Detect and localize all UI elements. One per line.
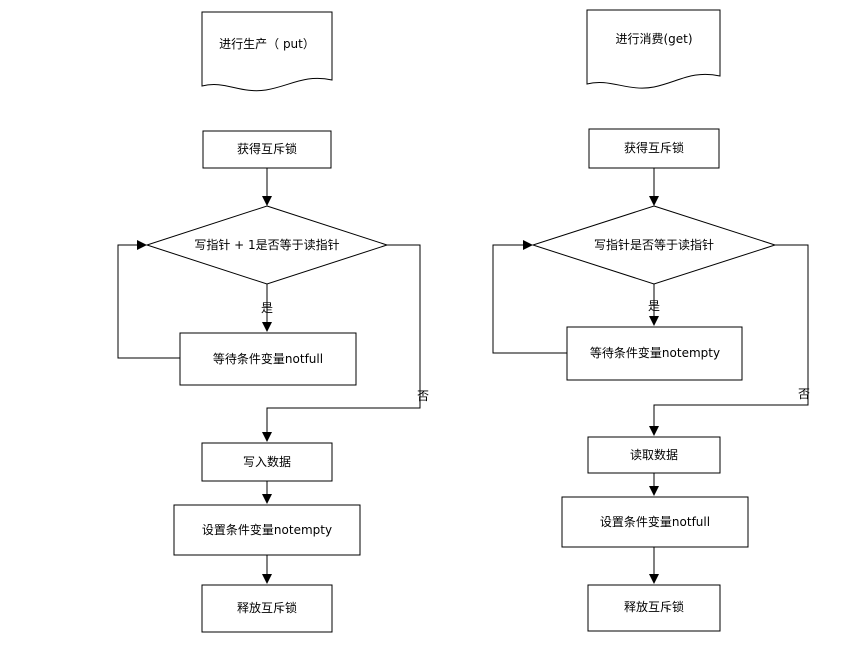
consumer-lock-label: 获得互斥锁 — [624, 140, 684, 155]
consumer-read-box — [587, 436, 721, 474]
producer-arrowhead-1 — [262, 196, 272, 206]
producer-lock-box — [202, 130, 332, 169]
consumer-arrowhead-loop — [523, 240, 533, 250]
consumer-decision-label: 写指针是否等于读指针 — [594, 237, 714, 252]
producer-write-label: 写入数据 — [243, 454, 291, 469]
producer-start-shape — [201, 11, 333, 92]
consumer-start-label: 进行消费(get) — [615, 32, 692, 46]
producer-loop-line — [117, 244, 180, 359]
producer-no-line — [266, 244, 421, 432]
consumer-arrowhead-2 — [649, 316, 659, 326]
producer-decision-label: 写指针 + 1是否等于读指针 — [194, 237, 339, 252]
producer-no-label: 否 — [417, 389, 429, 403]
consumer-unlock-box — [587, 584, 721, 632]
producer-arrowhead-5 — [262, 574, 272, 584]
consumer-arrowhead-4 — [649, 486, 659, 496]
producer-arrowhead-4 — [262, 494, 272, 504]
producer-yes-label: 是 — [261, 301, 273, 315]
consumer-no-line — [653, 244, 809, 426]
producer-start-label: 进行生产（ put） — [219, 37, 315, 51]
producer-lock-label: 获得互斥锁 — [237, 141, 297, 156]
consumer-yes-label: 是 — [648, 299, 660, 313]
producer-arrowhead-loop — [137, 240, 147, 250]
consumer-arrowhead-3 — [649, 426, 659, 436]
consumer-arrowhead-5 — [649, 574, 659, 584]
consumer-signal-box — [561, 496, 749, 548]
consumer-loop-line — [492, 244, 567, 354]
producer-arrowhead-2 — [262, 322, 272, 332]
consumer-no-label: 否 — [798, 387, 810, 401]
producer-write-box — [201, 442, 333, 482]
consumer-wait-box — [566, 326, 743, 381]
consumer-unlock-label: 释放互斥锁 — [624, 599, 684, 614]
consumer-start-shape — [586, 9, 721, 89]
producer-signal-label: 设置条件变量notempty — [202, 522, 332, 537]
consumer-read-label: 读取数据 — [630, 447, 678, 462]
producer-wait-label: 等待条件变量notfull — [213, 351, 323, 366]
producer-flow: 进行生产（ put） 获得互斥锁 写指针 + 1是否等于读指针 是 等待条件变量… — [117, 11, 429, 633]
producer-unlock-box — [201, 584, 333, 633]
consumer-flow: 进行消费(get) 获得互斥锁 写指针是否等于读指针 是 等待条件变量notem… — [492, 9, 810, 632]
consumer-signal-label: 设置条件变量notfull — [600, 514, 710, 529]
producer-signal-box — [173, 504, 361, 556]
consumer-arrowhead-1 — [649, 196, 659, 206]
consumer-wait-label: 等待条件变量notempty — [590, 345, 720, 360]
producer-unlock-label: 释放互斥锁 — [237, 600, 297, 615]
producer-wait-box — [179, 332, 357, 386]
producer-arrowhead-3 — [262, 432, 272, 442]
